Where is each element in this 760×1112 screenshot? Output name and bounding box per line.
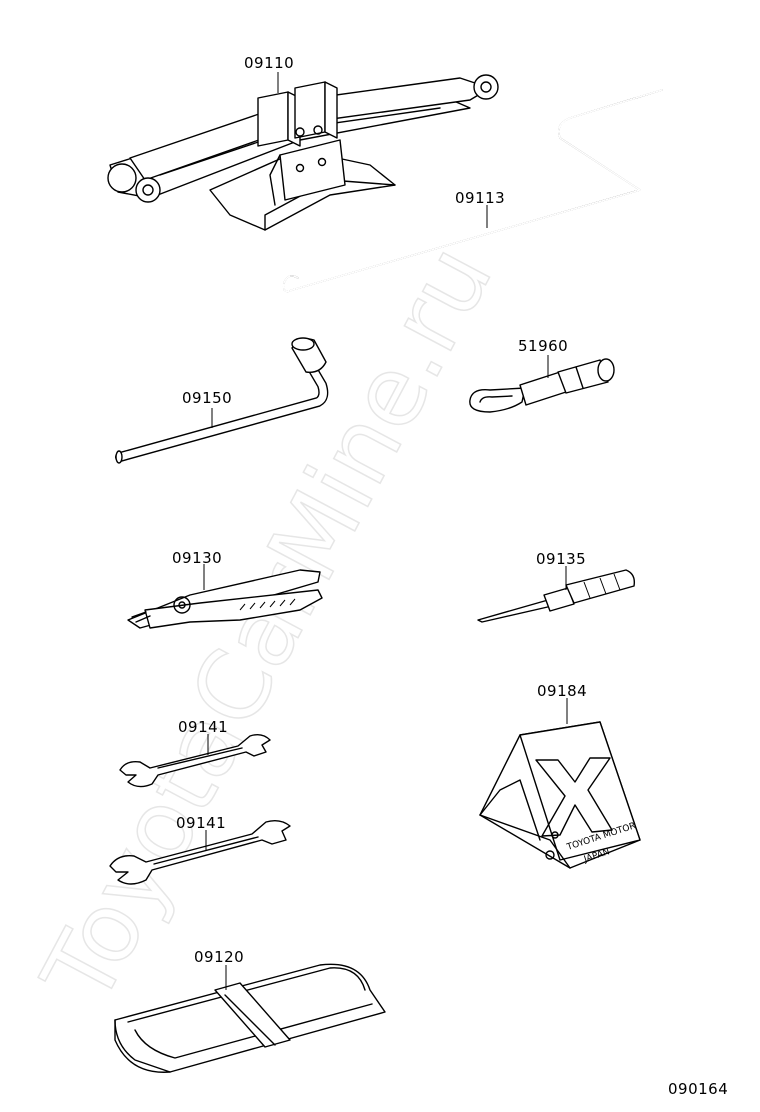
wheel-nut-wrench-drawing[interactable] <box>115 337 329 464</box>
jack-drawing[interactable] <box>107 74 499 231</box>
part-number-09110: 09110 <box>244 54 294 72</box>
part-number-09113: 09113 <box>455 189 505 207</box>
jack-handle-drawing[interactable] <box>282 89 663 293</box>
part-number-09135: 09135 <box>536 550 586 568</box>
open-end-wrench-2-drawing[interactable] <box>109 819 291 885</box>
open-end-wrench-1-drawing[interactable] <box>119 733 271 788</box>
part-number-09130: 09130 <box>172 549 222 567</box>
part-number-09184: 09184 <box>537 682 587 700</box>
diagram-code: 090164 <box>668 1080 728 1098</box>
towing-eye-drawing[interactable] <box>469 358 615 413</box>
part-number-09150: 09150 <box>182 389 232 407</box>
pliers-drawing[interactable] <box>127 569 323 629</box>
tool-bag-drawing[interactable] <box>114 963 386 1073</box>
part-number-09141-a: 09141 <box>178 718 228 736</box>
part-number-09141-b: 09141 <box>176 814 226 832</box>
part-number-51960: 51960 <box>518 337 568 355</box>
wheel-chock-drawing[interactable]: TOYOTA MOTOR JAPAN <box>479 721 641 869</box>
watermark: ToyotaCarMine.ru <box>21 228 514 1022</box>
part-number-09120: 09120 <box>194 948 244 966</box>
screwdriver-drawing[interactable] <box>477 569 636 623</box>
